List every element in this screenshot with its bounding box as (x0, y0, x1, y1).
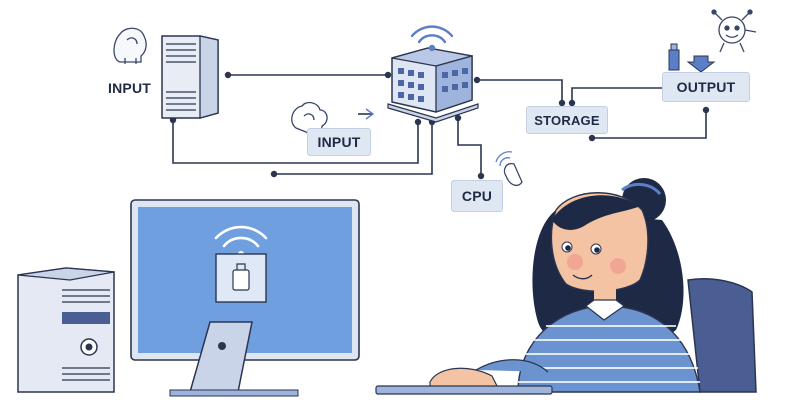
input-middle-text: INPUT (317, 134, 361, 150)
down-arrow-icon (686, 55, 716, 73)
connection-lines (172, 74, 707, 176)
document-icon (215, 253, 267, 303)
input-top-label: INPUT (108, 80, 151, 96)
line-output-to-storage (592, 110, 707, 139)
mouse-icon (495, 151, 523, 187)
desktop-tower-icon (17, 267, 115, 393)
keyboard-icon (375, 385, 553, 395)
input-middle-label: INPUT (307, 128, 371, 156)
output-device-icon (668, 43, 680, 71)
output-text: OUTPUT (676, 79, 736, 95)
network-hub-icon (387, 47, 479, 123)
storage-label: STORAGE (526, 106, 608, 134)
arrow-head-icon (365, 108, 375, 120)
line-hub-to-cpu (457, 118, 482, 176)
person-icon (429, 178, 701, 393)
connection-dots (169, 71, 710, 180)
wifi-icon (410, 25, 454, 52)
line-hub-to-storage (477, 79, 563, 103)
chair-icon (687, 277, 757, 393)
robot-icon (711, 9, 757, 53)
line-storage-to-output (571, 87, 668, 103)
output-label: OUTPUT (662, 72, 750, 102)
cpu-text: CPU (461, 188, 493, 204)
line-input-loop (172, 120, 419, 164)
server-tower-icon (161, 35, 219, 119)
head-icon (113, 27, 147, 64)
storage-text: STORAGE (534, 112, 600, 128)
line-cpu-feed (274, 122, 433, 175)
cpu-label: CPU (451, 180, 503, 212)
